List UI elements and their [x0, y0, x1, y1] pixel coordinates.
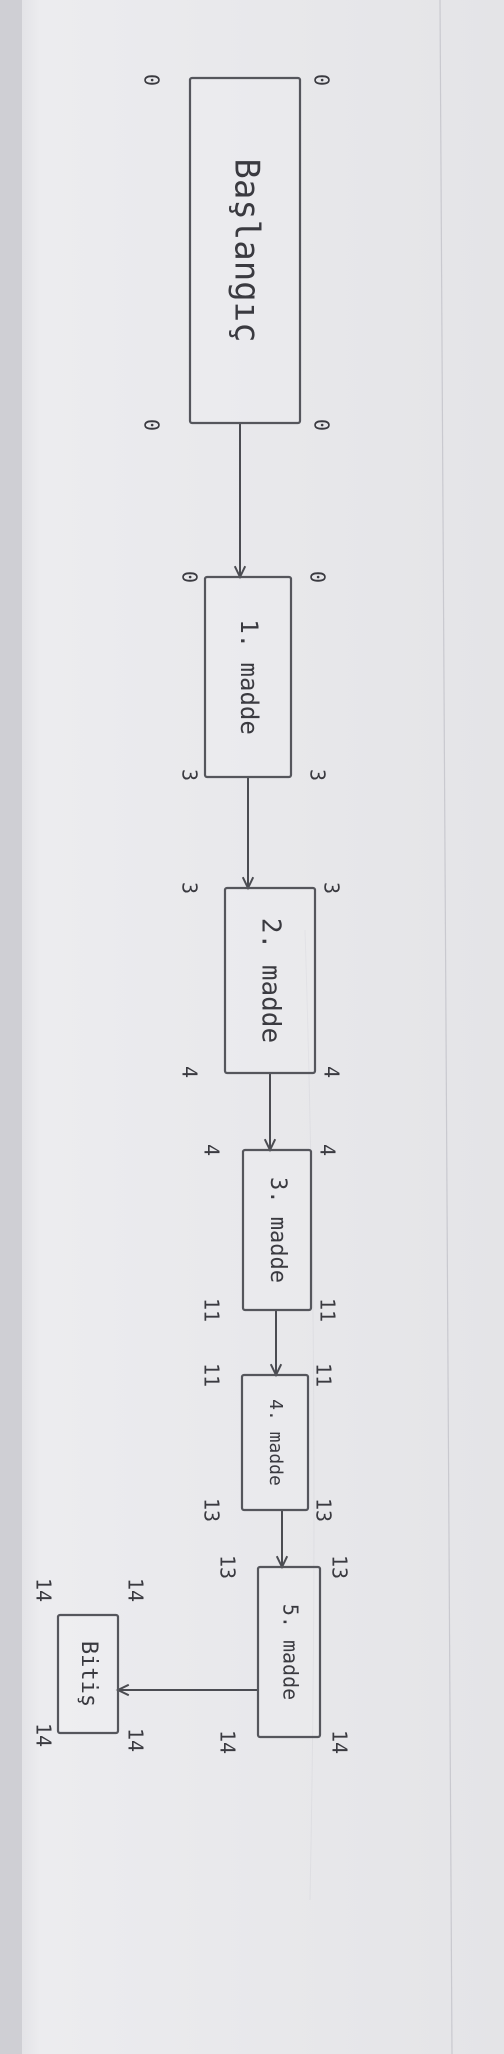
node-time-value: 11	[312, 1363, 336, 1387]
node-box	[256, 1565, 322, 1739]
node-n4: 4. madde 11 11 13 13	[200, 1363, 336, 1522]
node-time-value: 11	[316, 1298, 340, 1322]
node-time-value: 3	[178, 769, 202, 781]
notebook-edge	[0, 0, 22, 2054]
node-time-value: 11	[200, 1298, 224, 1322]
node-time-value: 0	[140, 74, 164, 86]
node-time-value: 0	[306, 571, 330, 583]
node-time-value: 11	[200, 1363, 224, 1387]
node-n5: 5. madde 13 13 14 14	[216, 1555, 352, 1754]
node-time-value: 3	[320, 882, 344, 894]
node-n0: Başlangıç 0 0 0 0	[140, 74, 334, 431]
node-time-value: 14	[32, 1578, 56, 1602]
node-time-value: 13	[328, 1555, 352, 1579]
node-box	[223, 886, 317, 1075]
node-n2: 2. madde 3 3 4 4	[178, 882, 344, 1078]
node-time-value: 14	[328, 1730, 352, 1754]
node-label: 5. madde	[279, 1604, 303, 1700]
node-time-value: 0	[310, 419, 334, 431]
node-label: Başlangıç	[227, 158, 267, 342]
node-time-value: 13	[312, 1498, 336, 1522]
node-time-value: 0	[178, 571, 202, 583]
node-time-value: 14	[216, 1730, 240, 1754]
node-time-value: 0	[140, 419, 164, 431]
node-label: 3. madde	[265, 1177, 290, 1283]
node-box	[188, 76, 302, 425]
node-label: 4. madde	[265, 1399, 286, 1486]
node-time-value: 3	[178, 882, 202, 894]
faint-guide-line	[304, 929, 315, 1901]
node-box	[240, 1373, 310, 1512]
node-time-value: 13	[216, 1555, 240, 1579]
node-label: Bitiş	[76, 1641, 101, 1707]
node-time-value: 14	[124, 1578, 148, 1602]
node-time-value: 4	[200, 1144, 224, 1156]
node-time-value: 4	[316, 1144, 340, 1156]
node-n3: 3. madde 4 4 11 11	[200, 1144, 340, 1322]
node-time-value: 4	[320, 1066, 344, 1078]
node-time-value: 14	[32, 1723, 56, 1747]
node-label: 1. madde	[235, 619, 263, 735]
node-time-value: 13	[200, 1498, 224, 1522]
node-n1: 1. madde 0 0 3 3	[178, 571, 330, 781]
node-n6: Bitiş 14 14 14 14	[32, 1578, 148, 1752]
node-time-value: 4	[178, 1066, 202, 1078]
node-box	[56, 1613, 120, 1735]
node-time-value: 14	[124, 1728, 148, 1752]
node-box	[203, 575, 293, 779]
node-time-value: 0	[310, 74, 334, 86]
pencil-margin-line	[439, 0, 453, 2054]
node-time-value: 3	[306, 769, 330, 781]
node-box	[241, 1148, 313, 1312]
node-label: 2. madde	[256, 918, 286, 1043]
